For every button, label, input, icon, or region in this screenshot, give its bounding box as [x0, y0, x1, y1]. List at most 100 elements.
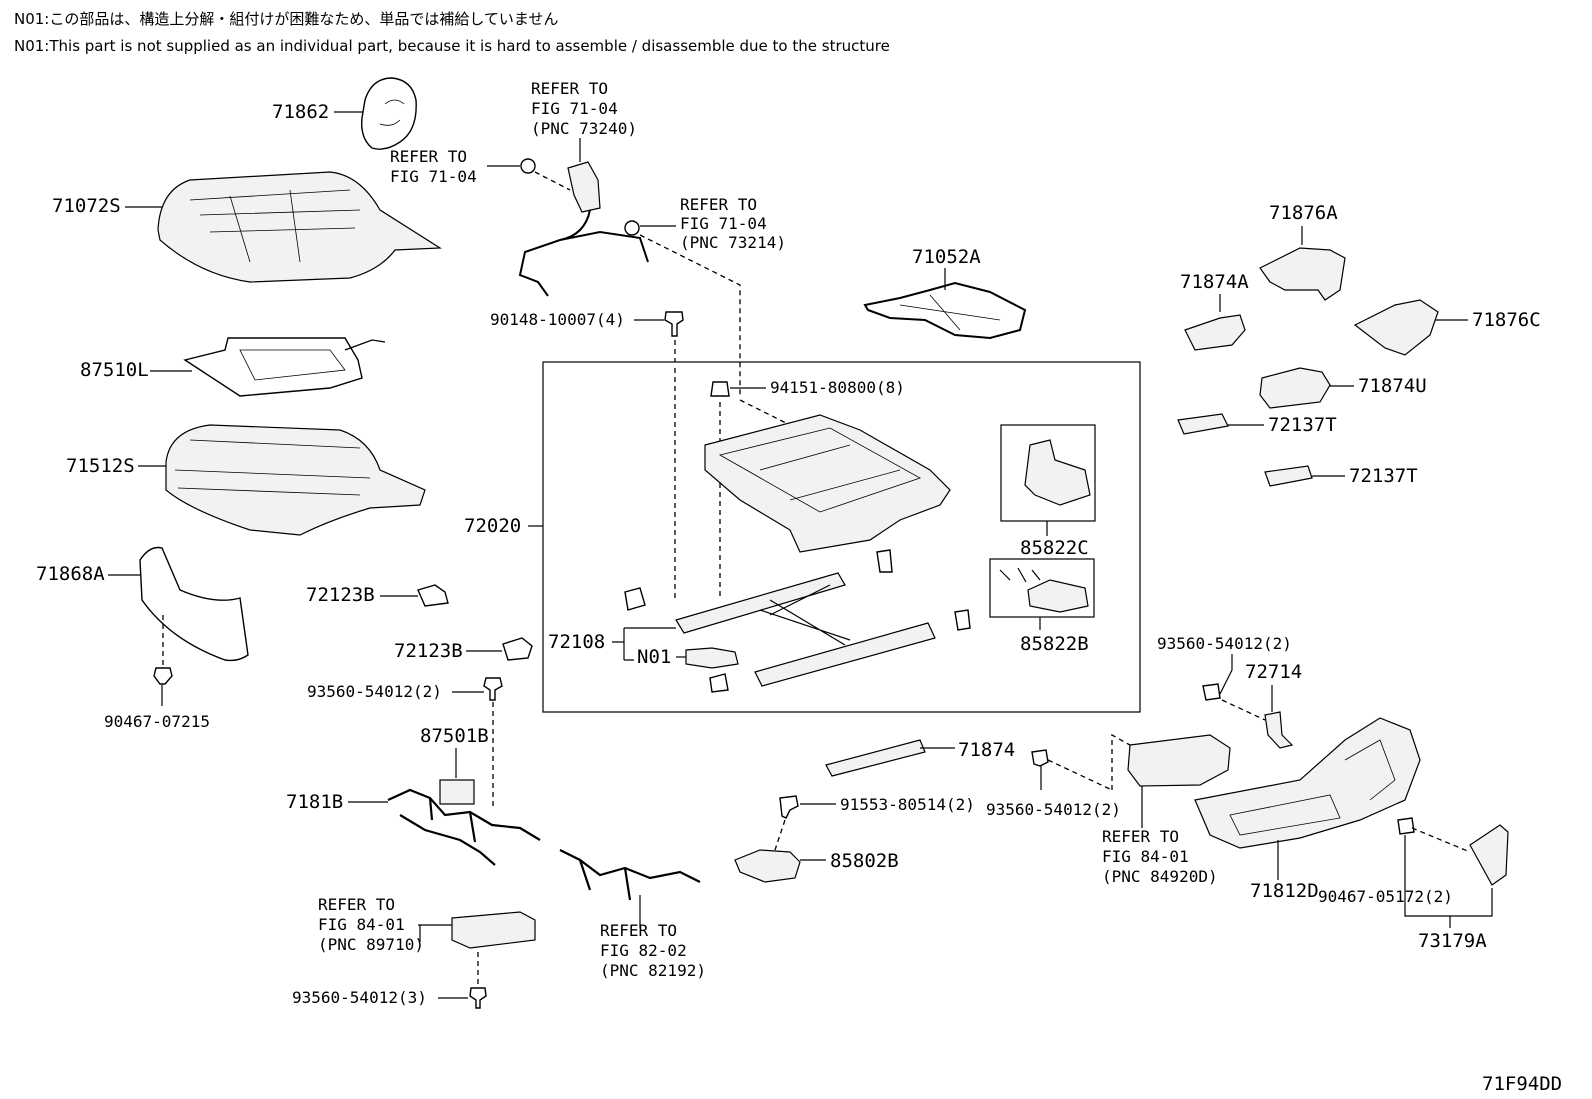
part-72137T-lower-shape — [1264, 465, 1313, 487]
label-91553[interactable]: 91553-80514(2) — [840, 795, 975, 814]
label-71874U[interactable]: 71874U — [1358, 375, 1427, 397]
ref-fig-71-04[interactable]: REFER TO FIG 71-04 — [390, 147, 477, 186]
figure-id: 71F94DD — [1482, 1073, 1562, 1095]
label-71874A[interactable]: 71874A — [1180, 271, 1249, 293]
label-72714[interactable]: 72714 — [1245, 661, 1302, 683]
svg-text:FIG 71-04: FIG 71-04 — [390, 167, 477, 186]
part-seat-frame-upper-shape — [704, 414, 951, 553]
svg-text:REFER TO: REFER TO — [1102, 827, 1179, 846]
label-72123B-upper[interactable]: 72123B — [306, 584, 375, 606]
label-71052A[interactable]: 71052A — [912, 246, 981, 268]
ref-pnc-73240[interactable]: REFER TO FIG 71-04 (PNC 73240) — [531, 79, 637, 138]
clip-90467-05172-icon — [1397, 817, 1415, 835]
ref-pnc-82192[interactable]: REFER TO FIG 82-02 (PNC 82192) — [600, 921, 706, 980]
label-71876C[interactable]: 71876C — [1472, 309, 1541, 331]
svg-text:(PNC 73240): (PNC 73240) — [531, 119, 637, 138]
label-73179A[interactable]: 73179A — [1418, 930, 1487, 952]
part-bracket-a-shape — [624, 587, 646, 611]
part-71874-shape — [825, 739, 926, 777]
svg-text:FIG 71-04: FIG 71-04 — [531, 99, 618, 118]
label-85822B[interactable]: 85822B — [1020, 633, 1089, 655]
part-71868A-shape — [139, 546, 249, 662]
label-90148[interactable]: 90148-10007(4) — [490, 310, 625, 329]
part-71072S-shape — [157, 171, 442, 283]
svg-text:REFER TO: REFER TO — [600, 921, 677, 940]
label-72020[interactable]: 72020 — [464, 515, 521, 537]
label-71812D[interactable]: 71812D — [1250, 880, 1319, 902]
part-72714-shape — [1264, 711, 1294, 749]
part-buckle-harness-shape — [518, 209, 649, 297]
part-72137T-upper-shape — [1177, 413, 1229, 435]
part-87501B-shape — [439, 779, 475, 805]
bolt-93560-right-upper-icon — [1202, 683, 1221, 701]
bolt-90148-icon — [664, 311, 684, 337]
label-93560-right-upper[interactable]: 93560-54012(2) — [1157, 634, 1292, 653]
bolt-91553-icon — [779, 795, 799, 819]
label-94151[interactable]: 94151-80800(8) — [770, 378, 905, 397]
part-seat-rails-shape — [675, 572, 846, 634]
part-71874U-shape — [1259, 367, 1331, 409]
label-71072S[interactable]: 71072S — [52, 195, 121, 217]
svg-text:(PNC 84920D): (PNC 84920D) — [1102, 867, 1218, 886]
ref-pnc-84920D[interactable]: REFER TO FIG 84-01 (PNC 84920D) — [1102, 827, 1218, 886]
label-93560-mid[interactable]: 93560-54012(2) — [986, 800, 1121, 819]
note-japanese: N01:この部品は、構造上分解・組付けが困難なため、単品では補給していません — [14, 10, 559, 28]
part-73179A-shape — [1469, 824, 1509, 886]
part-72123B-upper-shape — [417, 584, 449, 607]
part-buckle-shape — [567, 161, 601, 213]
label-71862[interactable]: 71862 — [272, 101, 329, 123]
label-71874[interactable]: 71874 — [958, 739, 1015, 761]
label-71876A[interactable]: 71876A — [1269, 202, 1338, 224]
bolt-93560-mid-icon — [1031, 749, 1049, 767]
label-7181B[interactable]: 7181B — [286, 791, 343, 813]
assembly-box-72020 — [542, 361, 1141, 713]
nut-94151-icon — [710, 381, 730, 397]
box-85822B — [989, 558, 1095, 618]
part-harness-82192-shape — [559, 849, 701, 901]
svg-text:REFER TO: REFER TO — [318, 895, 395, 914]
part-71874A-shape — [1184, 314, 1246, 351]
label-90467-05172[interactable]: 90467-05172(2) — [1318, 887, 1453, 906]
label-N01[interactable]: N01 — [637, 646, 671, 668]
label-71868A[interactable]: 71868A — [36, 563, 105, 585]
label-72123B-lower[interactable]: 72123B — [394, 640, 463, 662]
part-N01-motor-shape — [685, 647, 739, 669]
label-72108[interactable]: 72108 — [548, 631, 605, 653]
part-71862-shape — [361, 77, 417, 150]
part-85822B-shape — [1027, 579, 1089, 613]
clip-90467-07215-icon — [153, 667, 173, 685]
part-71876C-shape — [1353, 299, 1439, 356]
part-ecu-89710-shape — [451, 911, 536, 949]
label-72137T-upper[interactable]: 72137T — [1268, 414, 1337, 436]
part-85802B-shape — [734, 849, 801, 883]
part-7181B-shape — [387, 788, 541, 866]
svg-text:REFER TO: REFER TO — [680, 195, 757, 214]
part-87510L-shape — [183, 337, 363, 397]
svg-text:(PNC 82192): (PNC 82192) — [600, 961, 706, 980]
label-87501B[interactable]: 87501B — [420, 725, 489, 747]
bolt-93560-lower-icon — [469, 987, 487, 1009]
part-71052A-shape — [863, 281, 1027, 340]
label-72137T-lower[interactable]: 72137T — [1349, 465, 1418, 487]
ref-pnc-89710[interactable]: REFER TO FIG 84-01 (PNC 89710) — [318, 895, 424, 954]
label-93560-left[interactable]: 93560-54012(2) — [307, 682, 442, 701]
label-85822C[interactable]: 85822C — [1020, 537, 1089, 559]
note-english: N01:This part is not supplied as an indi… — [14, 37, 890, 55]
svg-text:REFER TO: REFER TO — [390, 147, 467, 166]
svg-text:(PNC 73214): (PNC 73214) — [680, 233, 786, 252]
nut-73214-icon — [624, 220, 640, 236]
label-90467-07215[interactable]: 90467-07215 — [104, 712, 210, 731]
svg-text:FIG 82-02: FIG 82-02 — [600, 941, 687, 960]
ref-pnc-73214[interactable]: REFER TO FIG 71-04 (PNC 73214) — [680, 195, 786, 252]
part-85822C-shape — [1024, 439, 1091, 506]
part-72123B-lower-shape — [502, 637, 533, 661]
part-switch-84920D-shape — [1127, 734, 1231, 787]
svg-text:FIG 71-04: FIG 71-04 — [680, 214, 767, 233]
label-87510L[interactable]: 87510L — [80, 359, 149, 381]
label-71512S[interactable]: 71512S — [66, 455, 135, 477]
label-85802B[interactable]: 85802B — [830, 850, 899, 872]
bolt-93560-left-icon — [483, 677, 503, 701]
label-93560-lower[interactable]: 93560-54012(3) — [292, 988, 427, 1007]
nut-icon — [520, 158, 536, 174]
